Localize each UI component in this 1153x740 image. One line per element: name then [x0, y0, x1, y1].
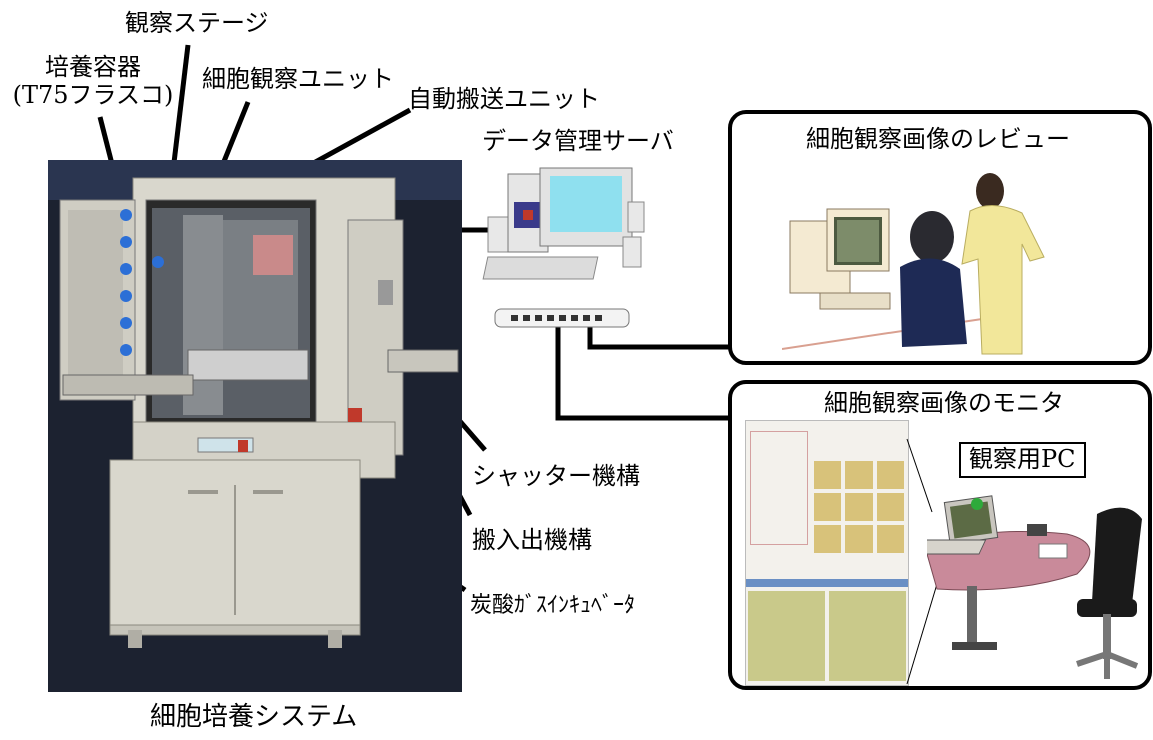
label-observation-unit: 細胞観察ユニット [202, 65, 394, 93]
observation-pc-illustration [927, 495, 1142, 679]
monitor-software-screenshot [745, 420, 909, 686]
label-transport-unit: 自動搬送ユニット [408, 85, 600, 113]
label-culture-container: 培養容器 (T75フラスコ) [0, 53, 186, 109]
server-computer-icon [482, 167, 645, 280]
link-hub-monitor [555, 327, 732, 421]
incubator-photo [48, 160, 462, 692]
label-co2-incubator: 炭酸ｶﾞｽｲﾝｷｭﾍﾞｰﾀ [470, 593, 636, 618]
label-data-server: データ管理サーバ [482, 127, 674, 155]
label-loading-mechanism: 搬入出機構 [472, 526, 592, 554]
link-hub-review [587, 327, 732, 350]
label-culture-container-line1: 培養容器 [45, 53, 141, 81]
label-shutter-mechanism: シャッター機構 [472, 462, 640, 490]
monitor-panel-title: 細胞観察画像のモニタ [824, 389, 1064, 417]
monitor-panel: 細胞観察画像のモニタ 観察用PC [728, 380, 1152, 690]
network-hub-icon [494, 308, 630, 328]
monitor-pointer-lines [906, 438, 938, 685]
review-panel: 細胞観察画像のレビュー [728, 110, 1152, 365]
review-panel-title: 細胞観察画像のレビュー [806, 125, 1070, 153]
caption-cell-culture-system: 細胞培養システム [150, 702, 358, 732]
review-people-illustration [782, 173, 1045, 355]
label-culture-container-line2: (T75フラスコ) [12, 80, 174, 109]
label-stage: 観察ステージ [125, 9, 269, 37]
observation-pc-label-box: 観察用PC [959, 442, 1086, 478]
observation-pc-label: 観察用PC [969, 445, 1076, 473]
